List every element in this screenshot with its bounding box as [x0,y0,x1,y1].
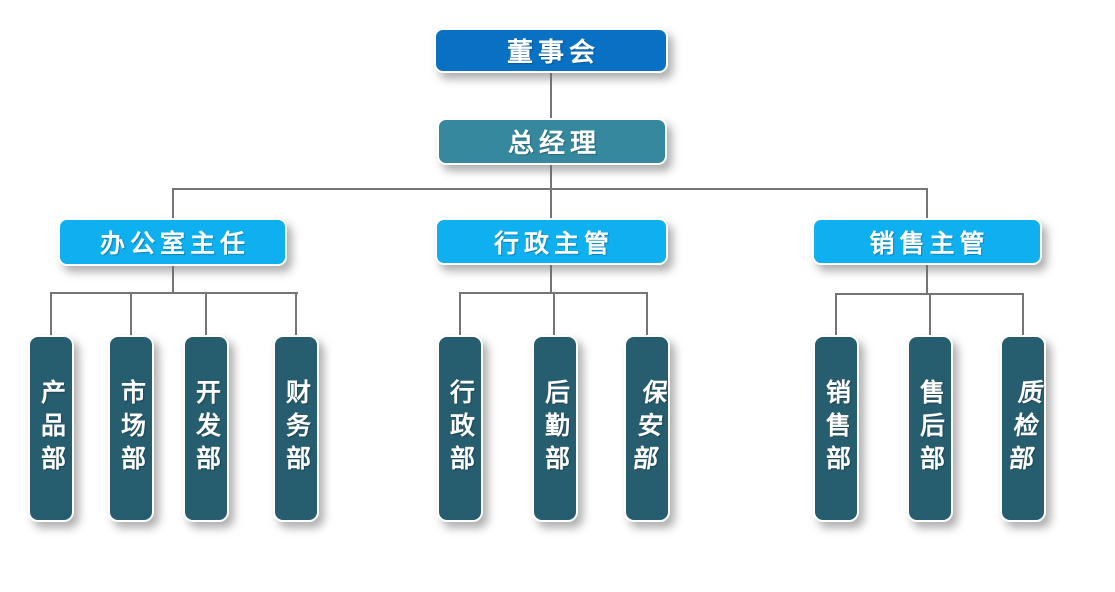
node-logistics-dept: 后勤部 [532,335,578,522]
node-after-sales-dept: 售后部 [907,335,953,522]
node-label: 行政主管 [493,229,614,258]
node-label: 总经理 [507,128,601,158]
node-quality-inspection-dept: 质检部 [1000,335,1046,522]
node-admin-dept: 行政部 [437,335,483,522]
node-label: 售后部 [916,379,945,478]
connector-group3-stub [926,264,928,295]
connector-drop-after-sales-dept [929,293,931,336]
connector-drop-security-dept [646,292,648,336]
node-security-dept: 保安部 [624,335,670,522]
node-label: 销售部 [822,379,851,478]
node-label: 办公室主任 [99,230,250,258]
connector-drop-office-director [172,188,174,219]
node-label: 质检部 [1002,379,1045,478]
connector-group2-stub [550,264,552,294]
node-sales-supervisor: 销售主管 [812,218,1042,265]
node-label: 财务部 [282,379,311,478]
connector-group1-rail [50,292,298,294]
node-finance-dept: 财务部 [273,335,319,522]
node-marketing-dept: 市场部 [108,335,154,522]
node-label: 产品部 [37,379,66,478]
connector-drop-sales-dept [835,293,837,336]
node-sales-dept: 销售部 [813,335,859,522]
node-label: 董事会 [506,37,600,67]
node-product-dept: 产品部 [28,335,74,522]
node-label: 保安部 [626,379,669,478]
node-general-manager: 总经理 [437,118,667,165]
node-label: 行政部 [446,379,475,478]
node-label: 后勤部 [541,379,570,478]
node-label: 开发部 [192,379,221,478]
connector-drop-quality-inspection-dept [1022,293,1024,336]
connector-drop-sales-supervisor [926,188,928,219]
connector-drop-admin-dept [459,292,461,336]
node-label: 市场部 [117,379,146,478]
connector-drop-finance-dept [295,292,297,336]
connector-root-to-manager [550,72,552,119]
connector-drop-marketing-dept [130,292,132,336]
connector-drop-development-dept [205,292,207,336]
connector-drop-product-dept [50,292,52,336]
connector-manager-stub [550,164,552,190]
node-admin-supervisor: 行政主管 [435,218,668,265]
node-office-director: 办公室主任 [58,218,287,266]
connector-group1-stub [172,264,174,294]
node-label: 销售主管 [869,229,990,258]
node-development-dept: 开发部 [183,335,229,522]
node-board-of-directors: 董事会 [434,28,668,73]
connector-drop-logistics-dept [553,292,555,336]
connector-drop-admin-supervisor [550,188,552,219]
